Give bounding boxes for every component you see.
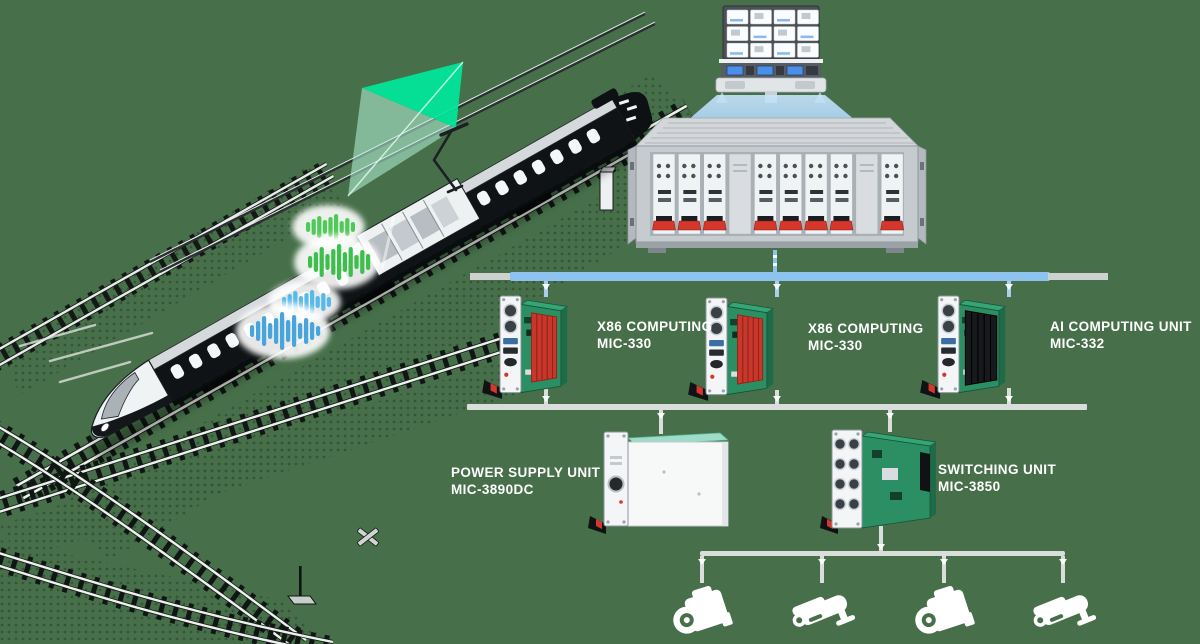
box-camera-icon xyxy=(907,582,976,642)
rack-module xyxy=(880,153,904,235)
rack-module xyxy=(804,153,828,235)
unit-title: X86 COMPUTING xyxy=(597,319,713,334)
unit-model: MIC-330 xyxy=(597,336,652,351)
waveform-green-large xyxy=(294,235,380,289)
pole-marker xyxy=(287,566,317,605)
unit-card-x86-1 xyxy=(481,295,568,400)
bus-primary-cap-right xyxy=(1048,273,1108,280)
track-branch-curve xyxy=(0,420,308,644)
track-parallel xyxy=(0,323,534,519)
rack-module xyxy=(855,153,879,235)
unit-label-x86-computing-2: X86 COMPUTING MIC-330 xyxy=(808,320,923,354)
rack-module xyxy=(652,153,676,235)
box-camera-icon xyxy=(665,582,734,642)
rack-module xyxy=(829,153,854,235)
bullet-camera-icon xyxy=(1028,587,1097,642)
unit-label-power-supply: POWER SUPPLY UNIT MIC-3890DC xyxy=(451,464,600,498)
lidar-beam-icon xyxy=(347,61,464,197)
unit-model: MIC-3850 xyxy=(938,479,1001,494)
halftone-shadows xyxy=(0,75,740,644)
train-nose xyxy=(90,359,174,438)
rack-downlink xyxy=(773,250,777,273)
unit-card-ai xyxy=(919,295,1006,400)
unit-label-x86-computing-1: X86 COMPUTING MIC-330 xyxy=(597,318,712,352)
unit-label-ai-computing: AI COMPUTING UNIT MIC-332 xyxy=(1050,318,1192,352)
unit-card-x86-2 xyxy=(687,297,774,402)
unit-title: X86 COMPUTING xyxy=(808,321,924,336)
unit-model: MIC-3890DC xyxy=(451,482,534,497)
network-connections xyxy=(467,250,1108,583)
unit-model: MIC-330 xyxy=(808,338,863,353)
rack-module xyxy=(728,153,752,235)
unit-power-supply xyxy=(588,431,729,534)
rack-ear-right xyxy=(917,145,927,245)
track-lower-curve xyxy=(0,547,334,644)
rack-module xyxy=(702,153,727,235)
bullet-camera-icon xyxy=(787,587,856,642)
speed-lines xyxy=(18,323,154,384)
unit-label-switching: SWITCHING UNIT MIC-3850 xyxy=(938,461,1056,495)
camera-icons xyxy=(665,582,1097,642)
unit-model: MIC-332 xyxy=(1050,336,1105,351)
rack-ear-left xyxy=(627,145,637,245)
bus-primary-cap-left xyxy=(470,273,512,280)
monitor-wall xyxy=(726,9,819,58)
rack-chassis xyxy=(627,117,927,253)
waveform-blue-large xyxy=(236,303,330,359)
bus-camera xyxy=(700,551,1065,556)
bus-primary xyxy=(510,272,1050,281)
train-tail xyxy=(591,88,653,140)
pantograph xyxy=(432,122,469,194)
unit-title: SWITCHING UNIT xyxy=(938,462,1057,477)
unit-switching xyxy=(820,429,937,534)
rack-module xyxy=(753,153,778,235)
unit-title: AI COMPUTING UNIT xyxy=(1050,319,1192,334)
rack-module xyxy=(778,153,803,235)
unit-title: POWER SUPPLY UNIT xyxy=(451,465,601,480)
control-room-console xyxy=(715,5,827,103)
bus-secondary xyxy=(467,404,1087,410)
rack-module xyxy=(677,153,702,235)
crossing-marker xyxy=(357,527,379,547)
rack-module-slots xyxy=(652,153,904,235)
signal-waveforms xyxy=(236,205,380,359)
